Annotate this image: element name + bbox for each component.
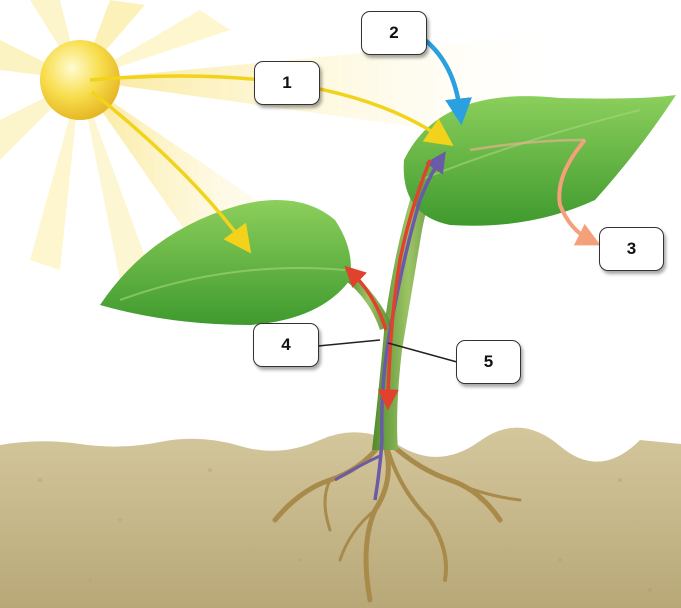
soil — [0, 428, 681, 608]
lower-petiole — [345, 270, 392, 330]
label-5: 5 — [456, 340, 521, 384]
label-4: 4 — [253, 323, 319, 367]
label-3: 3 — [599, 227, 664, 271]
label-2: 2 — [361, 11, 427, 55]
label-1: 1 — [254, 61, 320, 105]
leader-line-4 — [318, 340, 380, 346]
